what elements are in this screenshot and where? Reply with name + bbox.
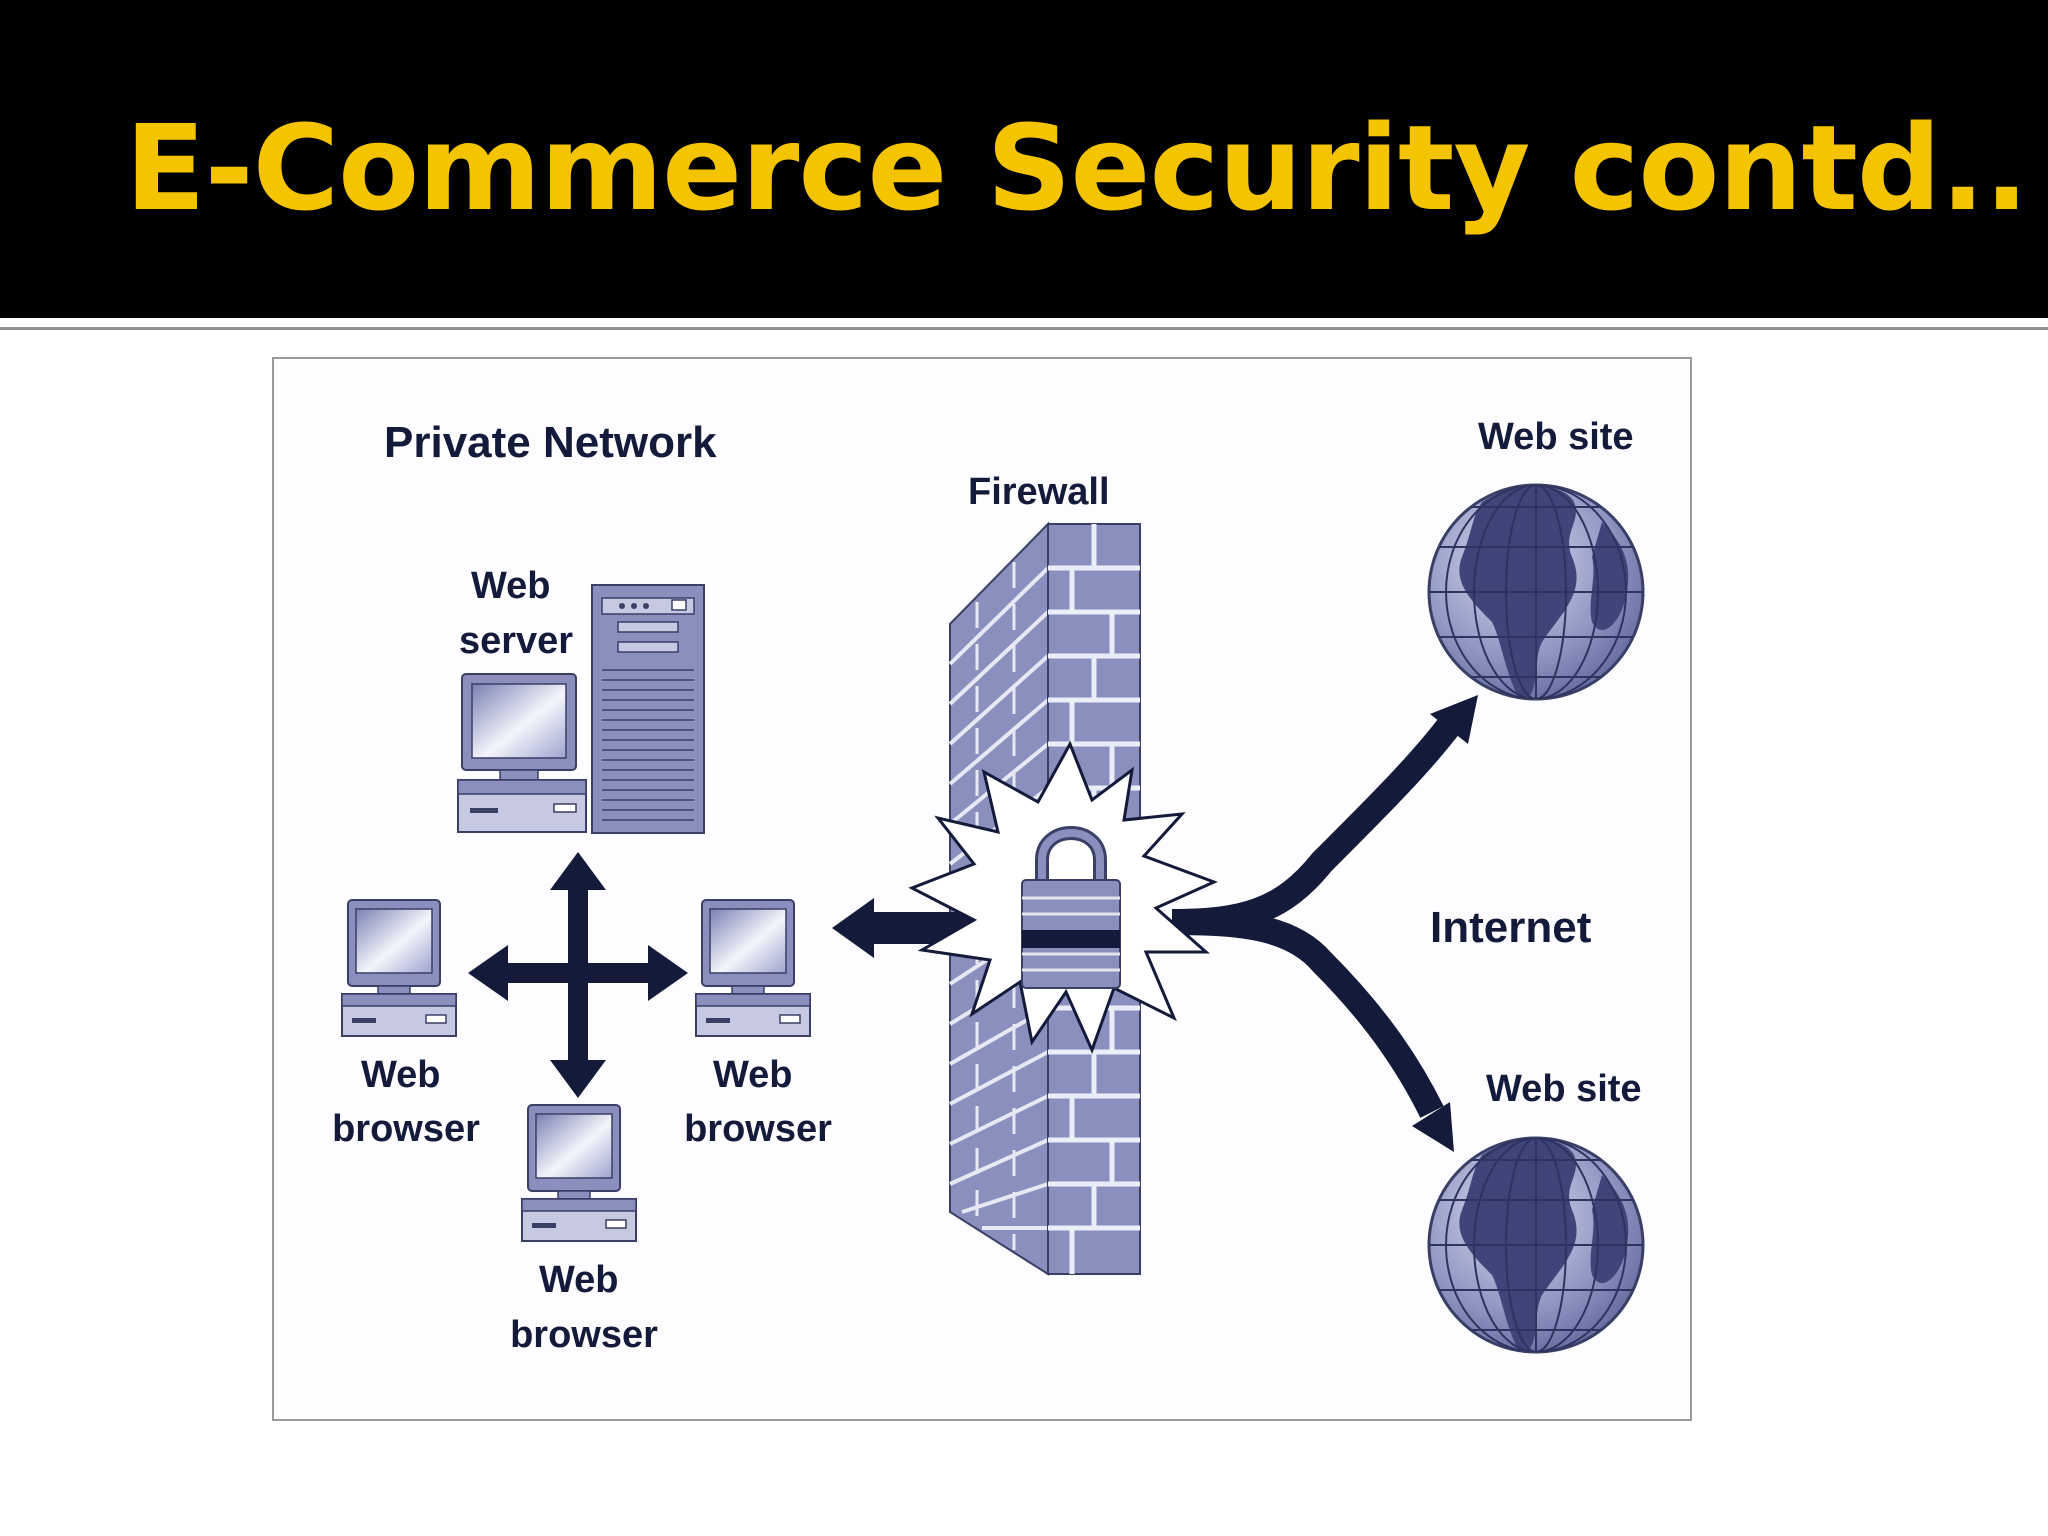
globe-bottom-icon bbox=[1427, 1136, 1645, 1354]
web-server-label-line1: Web bbox=[471, 565, 551, 607]
globe-icon bbox=[1427, 1136, 1645, 1354]
web-browser-bottom-label-line1: Web bbox=[539, 1259, 619, 1301]
web-browser-right-icon bbox=[695, 899, 811, 1037]
computer-icon bbox=[341, 899, 457, 1037]
padlock-icon bbox=[1021, 826, 1121, 989]
arrowhead-to-bottom-site bbox=[1412, 1102, 1454, 1152]
four-way-arrow-icon bbox=[468, 852, 688, 1098]
slide-title: E-Commerce Security contd.. bbox=[125, 99, 2029, 237]
internet-label: Internet bbox=[1430, 903, 1592, 952]
web-browser-bottom-label: Web browser bbox=[510, 1259, 658, 1356]
computer-icon bbox=[521, 1104, 637, 1242]
web-site-bottom-label: Web site bbox=[1486, 1068, 1642, 1110]
title-divider bbox=[0, 327, 2048, 330]
internet-branch-arrows bbox=[1171, 714, 1463, 1118]
web-browser-bottom-label-line2: browser bbox=[510, 1314, 658, 1356]
web-site-top-label: Web site bbox=[1478, 416, 1634, 458]
title-bar: E-Commerce Security contd.. bbox=[0, 0, 2048, 318]
arrowhead-to-top-site bbox=[1430, 695, 1478, 744]
firewall-label: Firewall bbox=[968, 471, 1110, 513]
web-browser-right-label-line2: browser bbox=[684, 1108, 832, 1150]
web-browser-right-label-line1: Web bbox=[713, 1054, 793, 1096]
diagram-frame: Private Network Firewall Internet Web si… bbox=[272, 357, 1692, 1421]
web-browser-left-label-line2: browser bbox=[332, 1108, 480, 1150]
globe-icon bbox=[1427, 483, 1645, 701]
web-browser-left-icon bbox=[341, 899, 457, 1037]
private-network-label: Private Network bbox=[384, 418, 717, 467]
web-browser-right-label: Web browser bbox=[684, 1054, 832, 1150]
web-server-label: Web server bbox=[459, 565, 573, 662]
web-server-icon bbox=[457, 584, 705, 834]
web-server-label-line2: server bbox=[459, 620, 573, 662]
computer-icon bbox=[695, 899, 811, 1037]
web-browser-left-label: Web browser bbox=[332, 1054, 480, 1150]
computer-icon bbox=[457, 673, 587, 833]
globe-top-icon bbox=[1427, 483, 1645, 701]
network-diagram: Private Network Firewall Internet Web si… bbox=[332, 416, 1645, 1356]
web-browser-bottom-icon bbox=[521, 1104, 637, 1242]
web-browser-left-label-line1: Web bbox=[361, 1054, 441, 1096]
server-tower-icon bbox=[591, 584, 705, 834]
